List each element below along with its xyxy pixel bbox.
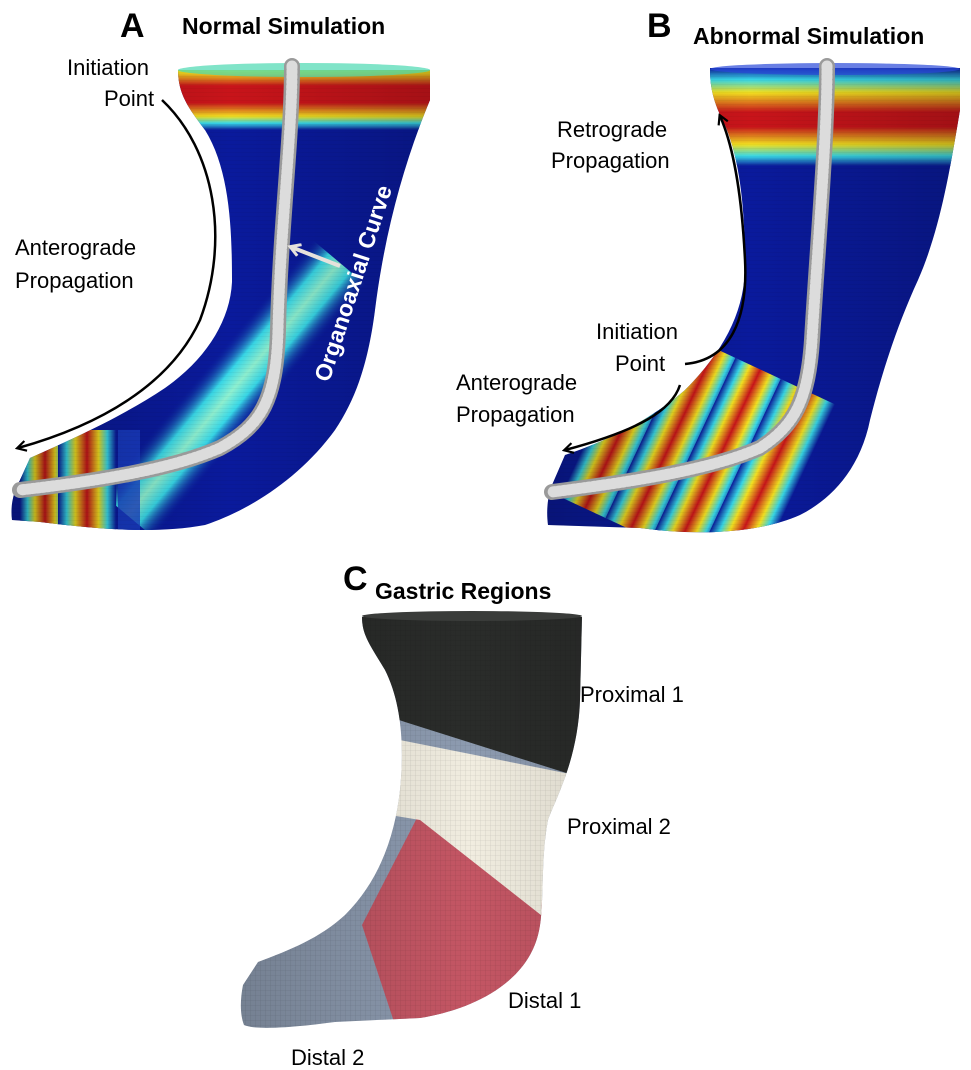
panel-c-title: Gastric Regions [375, 578, 551, 604]
panel-a-title: Normal Simulation [182, 13, 385, 39]
panel-a-initiation-label-2: Point [104, 86, 154, 111]
panel-a-anterograde-label-1: Anterograde [15, 235, 136, 260]
region-label-proximal-2: Proximal 2 [567, 814, 671, 839]
panel-b-retrograde-label-1: Retrograde [557, 117, 667, 142]
panel-a-rim [178, 63, 430, 77]
panel-b-initiation-label-2: Point [615, 351, 665, 376]
region-label-distal-1: Distal 1 [508, 988, 581, 1013]
panel-a-initiation-label-1: Initiation [67, 55, 149, 80]
panel-b-title: Abnormal Simulation [693, 23, 924, 49]
panel-a-stomach [0, 60, 460, 540]
panel-b-anterograde-label-1: Anterograde [456, 370, 577, 395]
panel-b-initiation-label-1: Initiation [596, 319, 678, 344]
panel-b-anterograde-label-2: Propagation [456, 402, 575, 427]
region-label-distal-2: Distal 2 [291, 1045, 364, 1070]
panel-c-letter: C [343, 560, 368, 598]
panel-a: Organoaxial Curve A Normal Simulation In… [0, 7, 460, 540]
panel-b-letter: B [647, 7, 672, 45]
panel-c-rim [362, 611, 582, 621]
panel-a-letter: A [120, 7, 145, 45]
panel-b-rim [710, 63, 960, 75]
panel-b: B Abnormal Simulation Retrograde Propaga… [456, 7, 970, 586]
region-label-proximal-1: Proximal 1 [580, 682, 684, 707]
panel-a-anterograde-label-2: Propagation [15, 268, 134, 293]
panel-b-retrograde-label-2: Propagation [551, 148, 670, 173]
panel-c: C Gastric Regions Proximal 1 Proximal 2 … [230, 560, 684, 1070]
